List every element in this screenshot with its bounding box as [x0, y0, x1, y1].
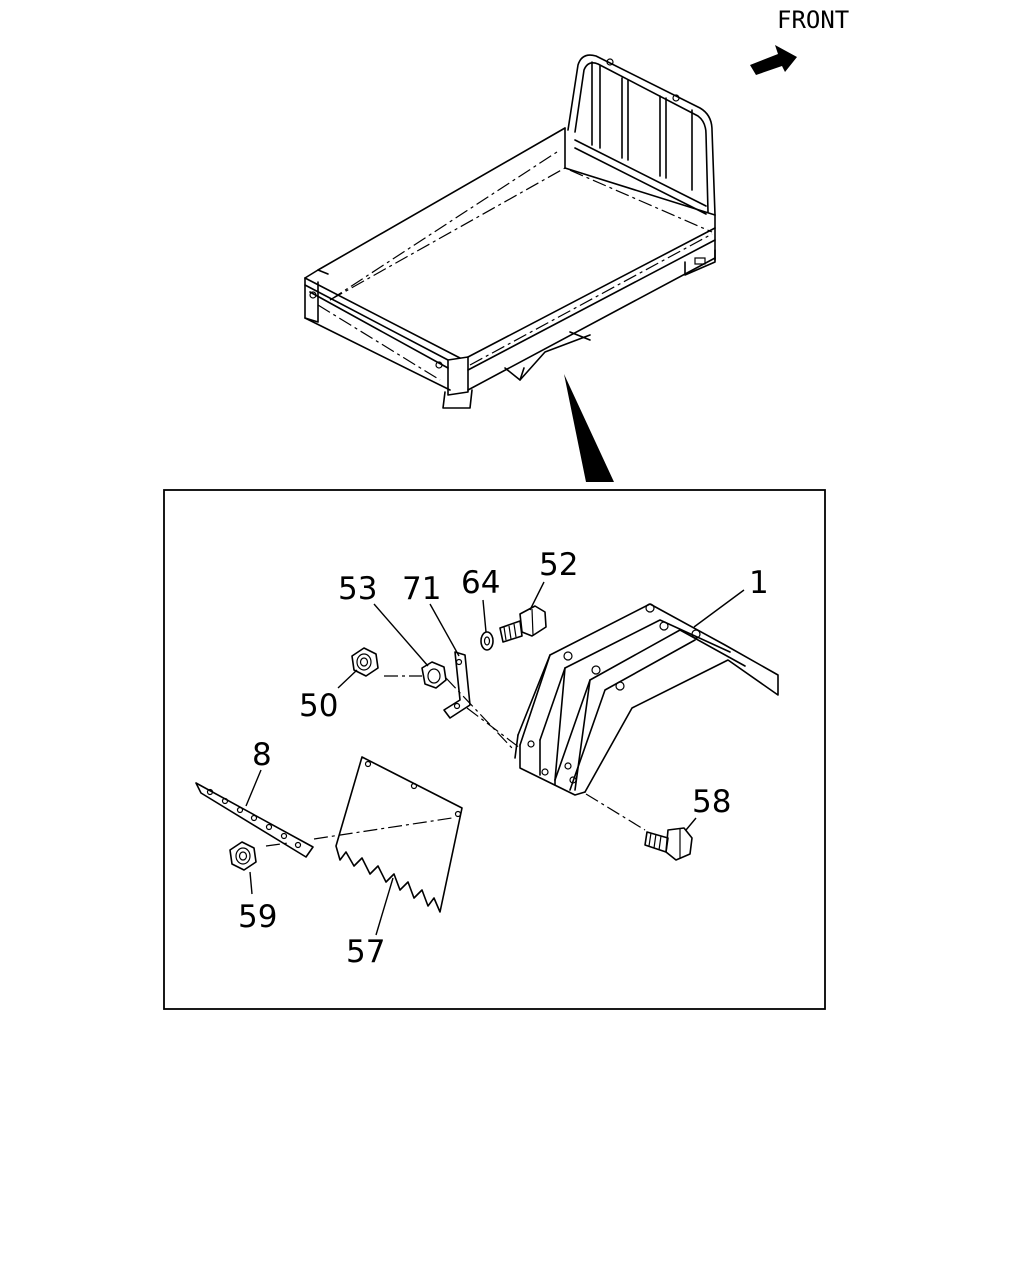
mud-flap-part — [335, 756, 463, 913]
fender-part — [514, 603, 779, 796]
callout-8: 8 — [252, 737, 272, 773]
bolt-52-part — [499, 605, 547, 643]
truck-bed-overview — [304, 54, 716, 409]
front-label: FRONT — [777, 6, 849, 34]
front-arrow-icon — [750, 45, 797, 75]
leader-lines — [245, 581, 745, 936]
callout-52: 52 — [539, 547, 578, 583]
callout-57: 57 — [346, 934, 385, 970]
assembly-lines — [265, 675, 646, 847]
bolt-58-part — [644, 827, 693, 861]
detail-frame — [163, 489, 826, 1010]
nut-50-part — [351, 647, 379, 677]
nut-53-part — [421, 661, 447, 689]
callout-53: 53 — [338, 571, 377, 607]
pointer-arrow-icon — [564, 374, 614, 482]
washer-part — [480, 631, 494, 651]
nut-59-part — [229, 841, 257, 871]
strip-part — [195, 782, 314, 858]
bracket-part — [443, 651, 471, 719]
callout-50: 50 — [299, 688, 338, 724]
callout-71: 71 — [402, 571, 441, 607]
callout-1: 1 — [749, 565, 769, 601]
callout-58: 58 — [692, 784, 731, 820]
callout-59: 59 — [238, 899, 277, 935]
callout-64: 64 — [461, 565, 500, 601]
